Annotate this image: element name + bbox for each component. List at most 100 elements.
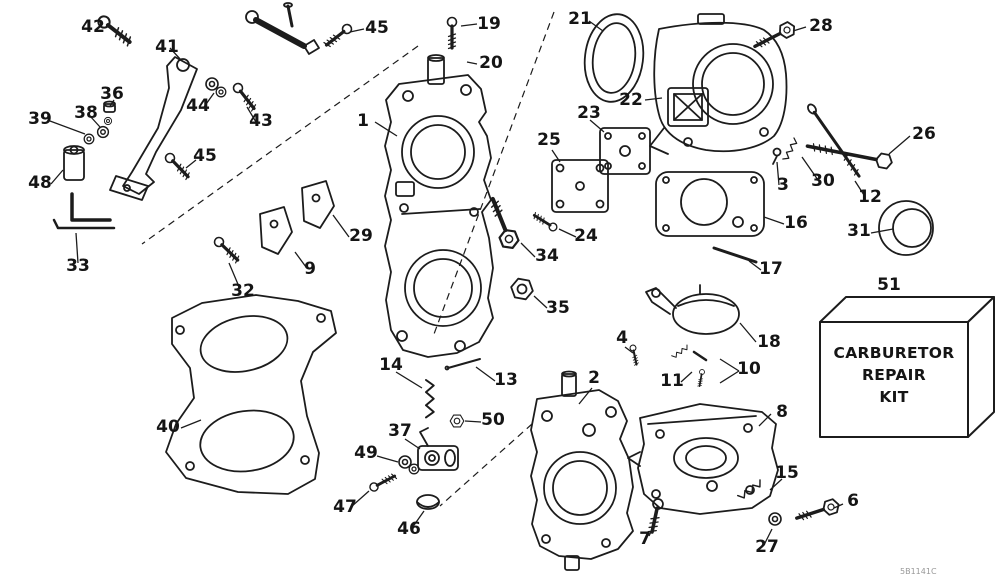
part-number-32: 32 — [231, 281, 255, 301]
part-27-washer — [768, 512, 782, 526]
part-number-44: 44 — [186, 96, 210, 116]
part-4-needle-screw — [628, 343, 641, 367]
part-44-washers — [205, 77, 227, 98]
part-1-carburetor-body — [384, 54, 494, 358]
part-28-bolt — [750, 18, 799, 55]
part-number-25: 25 — [537, 130, 561, 150]
part-number-14: 14 — [379, 355, 403, 375]
part-number-48: 48 — [28, 173, 52, 193]
part-13-needle — [444, 358, 481, 371]
part-number-36: 36 — [100, 84, 124, 104]
part-number-38: 38 — [74, 103, 98, 123]
part-23-plate — [599, 127, 651, 175]
part-number-28: 28 — [809, 16, 833, 36]
part-number-24: 24 — [574, 226, 598, 246]
part-number-43: 43 — [249, 111, 273, 131]
part-number-39: 39 — [28, 109, 52, 129]
part-number-11: 11 — [660, 371, 684, 391]
part-46-plug — [416, 494, 440, 510]
part-number-20: 20 — [479, 53, 503, 73]
part-15-spring — [736, 479, 764, 501]
part-number-3: 3 — [777, 175, 789, 195]
part-number-18: 18 — [757, 332, 781, 352]
part-30-spring — [782, 137, 799, 162]
part-37-cam-follower — [417, 427, 459, 471]
part-50-nut — [449, 414, 465, 428]
part-number-16: 16 — [784, 213, 808, 233]
part-3-clip — [772, 147, 782, 165]
kit-text-line-1: CARBURETOR — [834, 344, 955, 362]
part-36-bushing — [103, 100, 116, 126]
part-35-nut — [508, 276, 536, 302]
part-number-12: 12 — [858, 187, 882, 207]
part-45-screw-top — [321, 21, 355, 51]
part-29-bracket-plate — [301, 180, 335, 229]
part-number-49: 49 — [354, 443, 378, 463]
part-number-19: 19 — [477, 14, 501, 34]
part-number-15: 15 — [775, 463, 799, 483]
part-number-51: 51 — [877, 275, 901, 295]
part-39-washer — [83, 133, 95, 145]
leader-lines — [49, 20, 911, 546]
part-18-float — [645, 284, 740, 335]
part-number-34: 34 — [535, 246, 559, 266]
part-6-bolt — [792, 496, 843, 527]
part-49-washers — [398, 455, 420, 475]
kit-text-line-2: REPAIR — [862, 366, 926, 384]
part-47-screw — [367, 470, 399, 494]
part-number-37: 37 — [388, 421, 412, 441]
part-number-31: 31 — [847, 221, 871, 241]
part-41-bracket — [109, 56, 198, 201]
part-number-6: 6 — [847, 491, 859, 511]
repair-kit-text: CARBURETOR REPAIR KIT — [834, 344, 955, 406]
part-8-float-bowl — [627, 403, 779, 515]
part-14-spring — [425, 379, 435, 419]
drawing-code: 5B1141C — [900, 567, 937, 576]
part-number-26: 26 — [912, 124, 936, 144]
part-number-17: 17 — [759, 259, 783, 279]
part-32-screw — [211, 234, 243, 266]
part-number-9: 9 — [304, 259, 316, 279]
part-number-46: 46 — [397, 519, 421, 539]
part-22-carburetor-cover — [649, 13, 788, 155]
part-number-10: 10 — [737, 359, 761, 379]
part-2-carburetor-body — [530, 370, 634, 571]
part-45-screw-left — [162, 150, 194, 182]
part-number-41: 41 — [155, 37, 179, 57]
part-10-pivot-pin — [692, 350, 708, 362]
part-12-long-screw — [807, 103, 861, 178]
part-43-screw — [230, 80, 260, 114]
part-33-link-rod — [52, 192, 116, 230]
part-number-40: 40 — [156, 417, 180, 437]
part-number-50: 50 — [481, 410, 505, 430]
throttle-linkage-arm — [245, 2, 320, 55]
part-number-30: 30 — [811, 171, 835, 191]
part-number-47: 47 — [333, 497, 357, 517]
repair-kit-box — [819, 296, 995, 438]
part-38-washer — [96, 125, 110, 139]
part-31-cap — [878, 200, 934, 256]
part-19-screw — [445, 15, 459, 51]
part-21-cover-gasket — [583, 13, 645, 103]
part-25-plate — [551, 159, 609, 213]
part-number-29: 29 — [349, 226, 373, 246]
part-number-2: 2 — [588, 368, 600, 388]
part-number-22: 22 — [619, 90, 643, 110]
kit-text-line-3: KIT — [879, 388, 908, 406]
part-number-7: 7 — [639, 529, 651, 549]
dashed-alignment-lines — [141, 11, 555, 507]
part-number-8: 8 — [776, 402, 788, 422]
part-48-roller — [63, 145, 85, 181]
part-number-21: 21 — [568, 9, 592, 29]
part-number-35: 35 — [546, 298, 570, 318]
part-number-33: 33 — [66, 256, 90, 276]
part-number-45: 45 — [365, 18, 389, 38]
part-number-27: 27 — [755, 537, 779, 557]
part-11-spring — [671, 344, 690, 360]
part-24-screw — [530, 210, 560, 234]
part-17-pin — [712, 246, 758, 264]
part-number-13: 13 — [494, 370, 518, 390]
